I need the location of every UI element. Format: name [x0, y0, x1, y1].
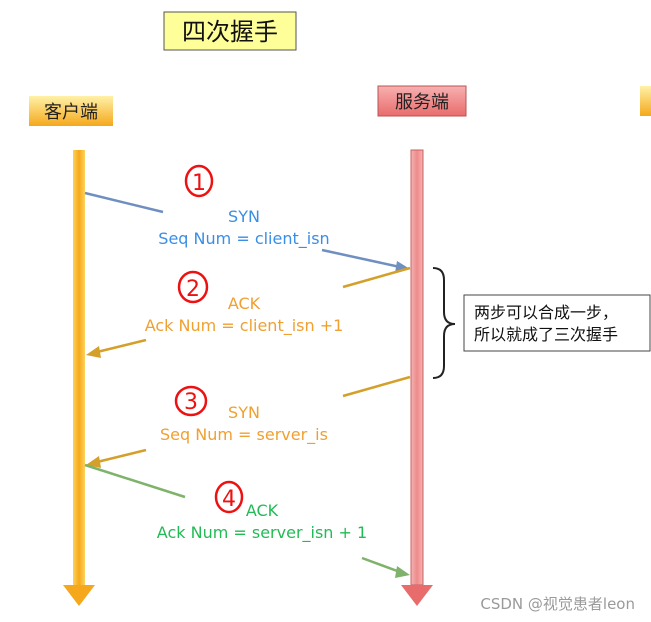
curly-brace — [432, 267, 456, 379]
client-lifeline — [73, 150, 85, 585]
server-lifeline — [410, 149, 424, 586]
msg-2-line1: ACK — [228, 294, 261, 313]
watermark: CSDN @视觉患者leon — [480, 595, 635, 613]
arrow-3-segment-a — [342, 375, 411, 398]
arrow-4-segment-b — [361, 556, 401, 574]
server-label-box — [377, 85, 467, 117]
server-lifeline-arrowhead — [401, 585, 433, 606]
arrow-3-head — [86, 456, 101, 468]
arrow-3-segment-b — [96, 448, 147, 464]
msg-4-line1: ACK — [246, 501, 279, 520]
msg-4-line2: Ack Num = server_isn + 1 — [157, 523, 367, 543]
client-lifeline-arrowhead — [63, 585, 95, 606]
step-mark-1-number: 1 — [192, 171, 206, 196]
title-text: 四次握手 — [182, 18, 278, 46]
step-mark-2: 2 — [177, 270, 209, 304]
arrow-2-head — [86, 346, 101, 358]
step-mark-2-number: 2 — [186, 277, 200, 302]
cropped-label-box — [640, 86, 651, 116]
msg-3-line1: SYN — [228, 403, 260, 422]
title-box — [163, 11, 297, 51]
arrow-1-segment-a — [84, 191, 164, 214]
arrow-2-segment-a — [342, 266, 411, 289]
note-line-2: 所以就成了三次握手 — [474, 325, 618, 344]
note-line-1: 两步可以合成一步， — [474, 303, 618, 322]
server-label: 服务端 — [395, 92, 449, 113]
msg-3-line2: Seq Num = server_is — [160, 425, 328, 445]
step-mark-3: 3 — [174, 385, 208, 417]
step-mark-4-number: 4 — [222, 487, 236, 512]
arrow-1-segment-b — [321, 248, 401, 269]
client-label: 客户端 — [44, 102, 98, 123]
client-label-box — [29, 96, 113, 126]
arrow-4-segment-a — [84, 463, 186, 499]
step-mark-1: 1 — [184, 164, 214, 198]
step-mark-4: 4 — [214, 480, 244, 514]
step-mark-3-number: 3 — [184, 390, 198, 415]
note-box — [463, 294, 651, 352]
arrow-4-head — [395, 566, 410, 578]
msg-1-line2: Seq Num = client_isn — [158, 229, 329, 249]
msg-2-line2: Ack Num = client_isn +1 — [145, 316, 344, 336]
arrow-2-segment-b — [96, 338, 147, 354]
msg-1-line1: SYN — [228, 207, 260, 226]
